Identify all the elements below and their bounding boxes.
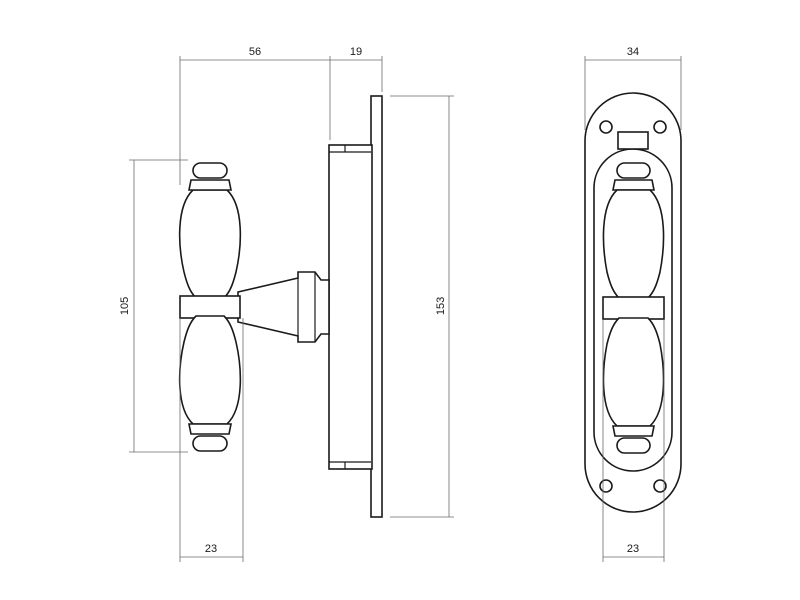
- front-handle-lower: [602, 317, 665, 427]
- screw-hole-icon: [653, 479, 667, 493]
- front-handle-collar: [602, 296, 665, 320]
- screw-hole-icon: [653, 120, 667, 134]
- dimension-plate-height: 153: [435, 297, 447, 315]
- side-handle-lower: [178, 315, 242, 425]
- side-handle-collar: [179, 295, 241, 319]
- side-view: 56 19 105 153 23: [119, 46, 454, 562]
- side-mounting-base: [328, 144, 373, 470]
- dimension-side-height: 105: [119, 297, 131, 315]
- side-ferrule-lower: [188, 423, 232, 435]
- screw-hole-icon: [599, 120, 613, 134]
- front-top-slot: [617, 131, 649, 150]
- side-handle-upper: [178, 189, 242, 299]
- screw-hole-icon: [599, 479, 613, 493]
- side-finial-lower: [192, 435, 228, 452]
- front-handle-upper: [602, 189, 665, 299]
- dimension-side-grip: 23: [205, 543, 217, 555]
- dimension-side-width: 56: [249, 46, 261, 58]
- side-finial-upper: [192, 162, 228, 179]
- dimension-side-depth: 19: [350, 46, 362, 58]
- dimension-front-width: 34: [627, 46, 639, 58]
- front-finial-upper: [616, 162, 651, 179]
- front-view: 34 23: [584, 46, 682, 562]
- dimension-front-grip: 23: [627, 543, 639, 555]
- side-ferrule-upper: [188, 179, 232, 191]
- front-finial-lower: [616, 437, 651, 454]
